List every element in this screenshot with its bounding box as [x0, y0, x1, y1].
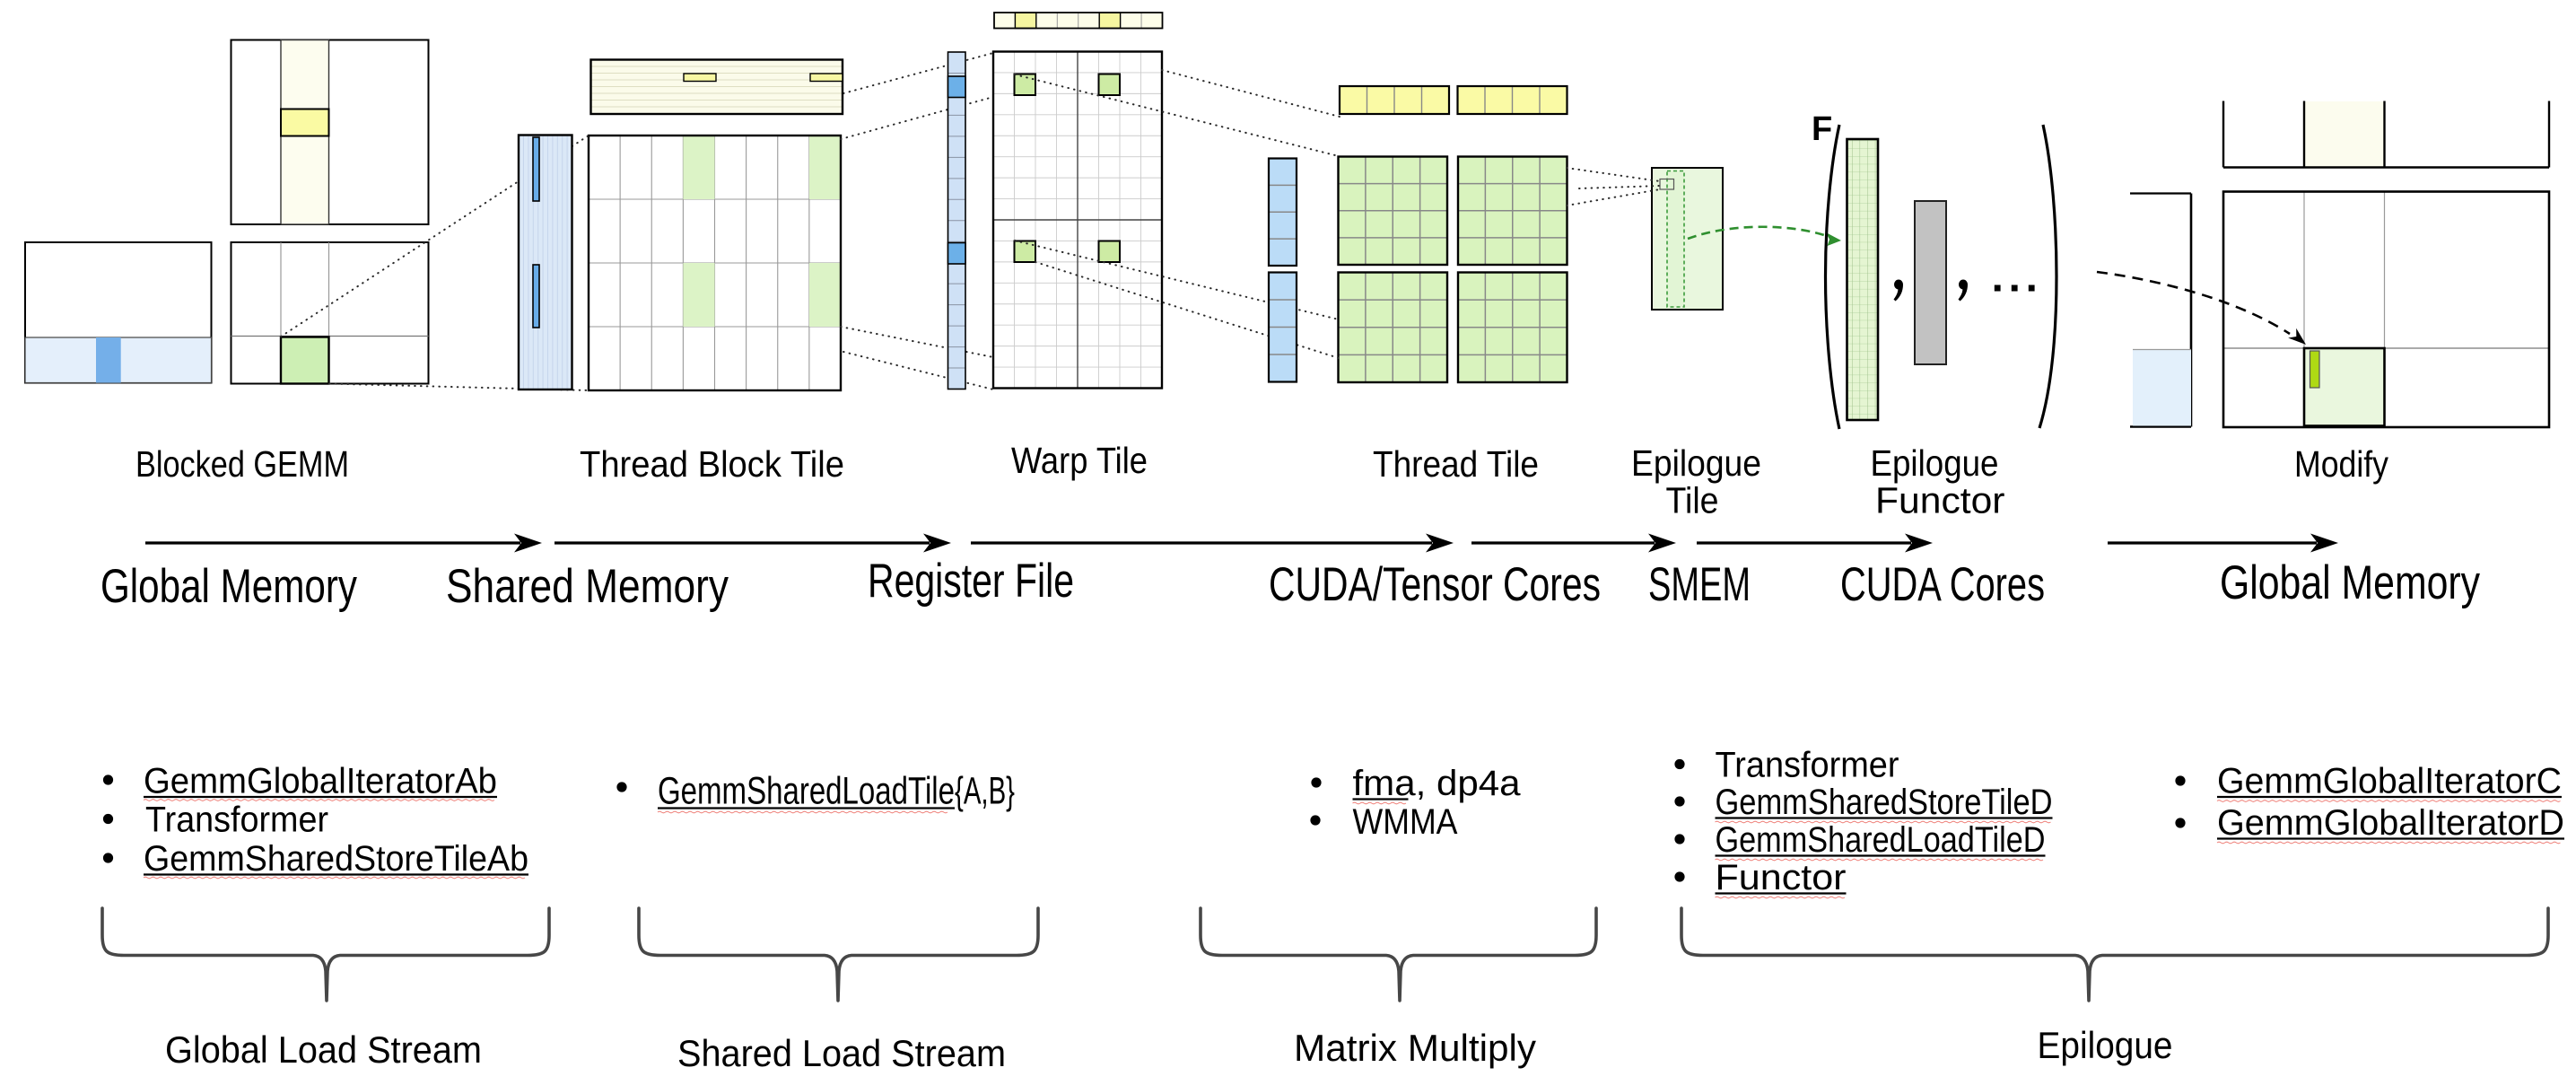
svg-text:Tile: Tile [1666, 480, 1719, 521]
svg-text:GemmSharedLoadTileD: GemmSharedLoadTileD [1716, 820, 2046, 860]
svg-text:Register File: Register File [868, 555, 1074, 608]
svg-text:Epilogue: Epilogue [1631, 442, 1761, 484]
svg-text:GemmSharedStoreTileAb: GemmSharedStoreTileAb [144, 839, 528, 879]
svg-text:GemmGlobalIteratorC: GemmGlobalIteratorC [2217, 762, 2562, 801]
svg-text:fma, dp4a: fma, dp4a [1353, 764, 1522, 803]
svg-text:Global Memory: Global Memory [2220, 556, 2480, 609]
svg-text:Global Memory: Global Memory [100, 560, 357, 613]
svg-text:GemmSharedLoadTile: GemmSharedLoadTile [658, 770, 955, 813]
svg-text:Blocked GEMM: Blocked GEMM [135, 443, 349, 485]
svg-text:Shared Memory: Shared Memory [446, 560, 729, 613]
svg-text:GemmSharedStoreTileD: GemmSharedStoreTileD [1716, 783, 2053, 822]
svg-text:Thread Block Tile: Thread Block Tile [580, 443, 844, 485]
svg-text:Shared Load Stream: Shared Load Stream [677, 1032, 1006, 1074]
svg-text:CUDA/Tensor Cores: CUDA/Tensor Cores [1269, 558, 1601, 611]
svg-text:Thread Tile: Thread Tile [1373, 443, 1539, 485]
svg-text:Transformer: Transformer [1716, 746, 1899, 785]
svg-text:GemmGlobalIteratorAb: GemmGlobalIteratorAb [144, 762, 497, 801]
svg-text:F: F [1812, 110, 1832, 148]
svg-text:Transformer: Transformer [145, 801, 328, 840]
svg-text:Modify: Modify [2294, 443, 2389, 485]
svg-text:SMEM: SMEM [1648, 558, 1751, 611]
svg-text:CUDA Cores: CUDA Cores [1840, 558, 2045, 611]
svg-text:Functor: Functor [1716, 858, 1847, 897]
svg-text:Global Load Stream: Global Load Stream [165, 1028, 482, 1071]
svg-text:Functor: Functor [1875, 480, 2005, 521]
svg-text:WMMA: WMMA [1353, 802, 1458, 842]
svg-text:{A,B}: {A,B} [955, 770, 1015, 813]
svg-text:Matrix Multiply: Matrix Multiply [1294, 1027, 1536, 1069]
svg-text:Epilogue: Epilogue [2038, 1024, 2173, 1066]
svg-text:Epilogue: Epilogue [1871, 442, 1999, 484]
svg-text:GemmGlobalIteratorD: GemmGlobalIteratorD [2217, 803, 2564, 843]
svg-text:Warp Tile: Warp Tile [1011, 440, 1148, 481]
